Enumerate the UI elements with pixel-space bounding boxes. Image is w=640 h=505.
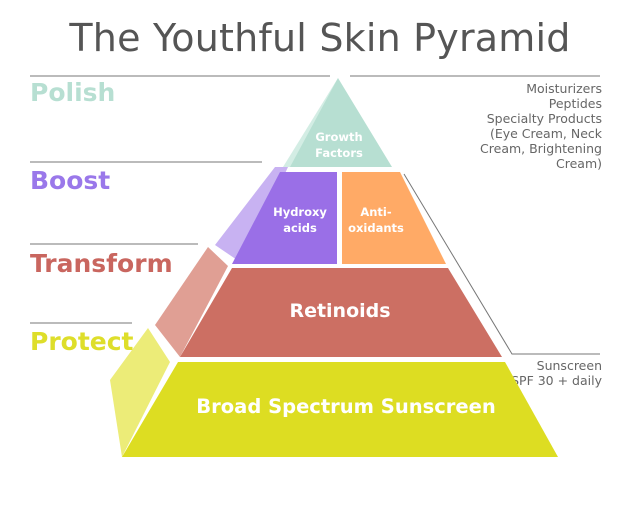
separator-line-right-bottom: [403, 173, 600, 355]
retinoids-block: [180, 268, 502, 357]
antioxidants-block: [342, 172, 446, 264]
polish-tier-face: [290, 78, 392, 167]
note-line: Moisturizers: [526, 81, 602, 96]
level-label-boost: Boost: [30, 166, 111, 195]
antioxidants-label-line1: Anti-: [360, 205, 392, 219]
antioxidants-label-line2: oxidants: [348, 221, 404, 235]
note-line: Sunscreen: [536, 358, 602, 373]
level-label-protect: Protect: [30, 327, 134, 356]
growth-factors-label-line2: Factors: [315, 146, 363, 160]
hydroxy-acids-block: [232, 172, 337, 264]
protect-tier-side: [110, 328, 170, 457]
note-line: Cream): [556, 156, 602, 171]
note-line: Peptides: [548, 96, 602, 111]
level-label-transform: Transform: [30, 249, 173, 278]
sunscreen-label: Broad Spectrum Sunscreen: [196, 395, 495, 418]
note-line: SPF 30 + daily: [511, 373, 602, 388]
note-line: Cream, Brightening: [480, 141, 602, 156]
page-title: The Youthful Skin Pyramid: [69, 16, 571, 60]
retinoids-label: Retinoids: [289, 300, 390, 322]
note-line: (Eye Cream, Neck: [489, 126, 602, 141]
polish-tier-side: [283, 78, 338, 167]
level-label-polish: Polish: [30, 78, 116, 107]
hydroxy-acids-label-line2: acids: [283, 221, 317, 235]
protect-notes: Sunscreen SPF 30 + daily: [511, 358, 602, 388]
polish-notes: Moisturizers Peptides Specialty Products…: [480, 81, 602, 171]
boost-tier-side: [215, 167, 288, 264]
hydroxy-acids-label-line1: Hydroxy: [273, 205, 327, 219]
growth-factors-label-line1: Growth: [315, 130, 362, 144]
sunscreen-block: [122, 362, 558, 457]
transform-tier-side: [155, 247, 228, 357]
note-line: Specialty Products: [486, 111, 602, 126]
